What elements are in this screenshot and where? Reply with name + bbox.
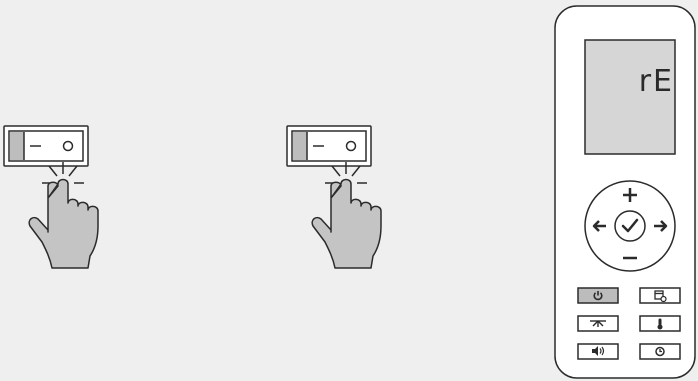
sound-button[interactable] xyxy=(578,344,618,359)
lcd-readout: rE xyxy=(614,62,674,102)
press-switch-step-2 xyxy=(287,126,381,268)
confirm-button[interactable] xyxy=(615,211,645,241)
timer-button[interactable] xyxy=(640,344,680,359)
schedule-button[interactable] xyxy=(640,288,680,303)
fan-button[interactable] xyxy=(578,316,618,331)
power-button[interactable] xyxy=(578,288,618,303)
press-switch-step-1 xyxy=(4,126,98,268)
temperature-button[interactable] xyxy=(640,316,680,331)
nav-pad[interactable] xyxy=(585,181,675,271)
